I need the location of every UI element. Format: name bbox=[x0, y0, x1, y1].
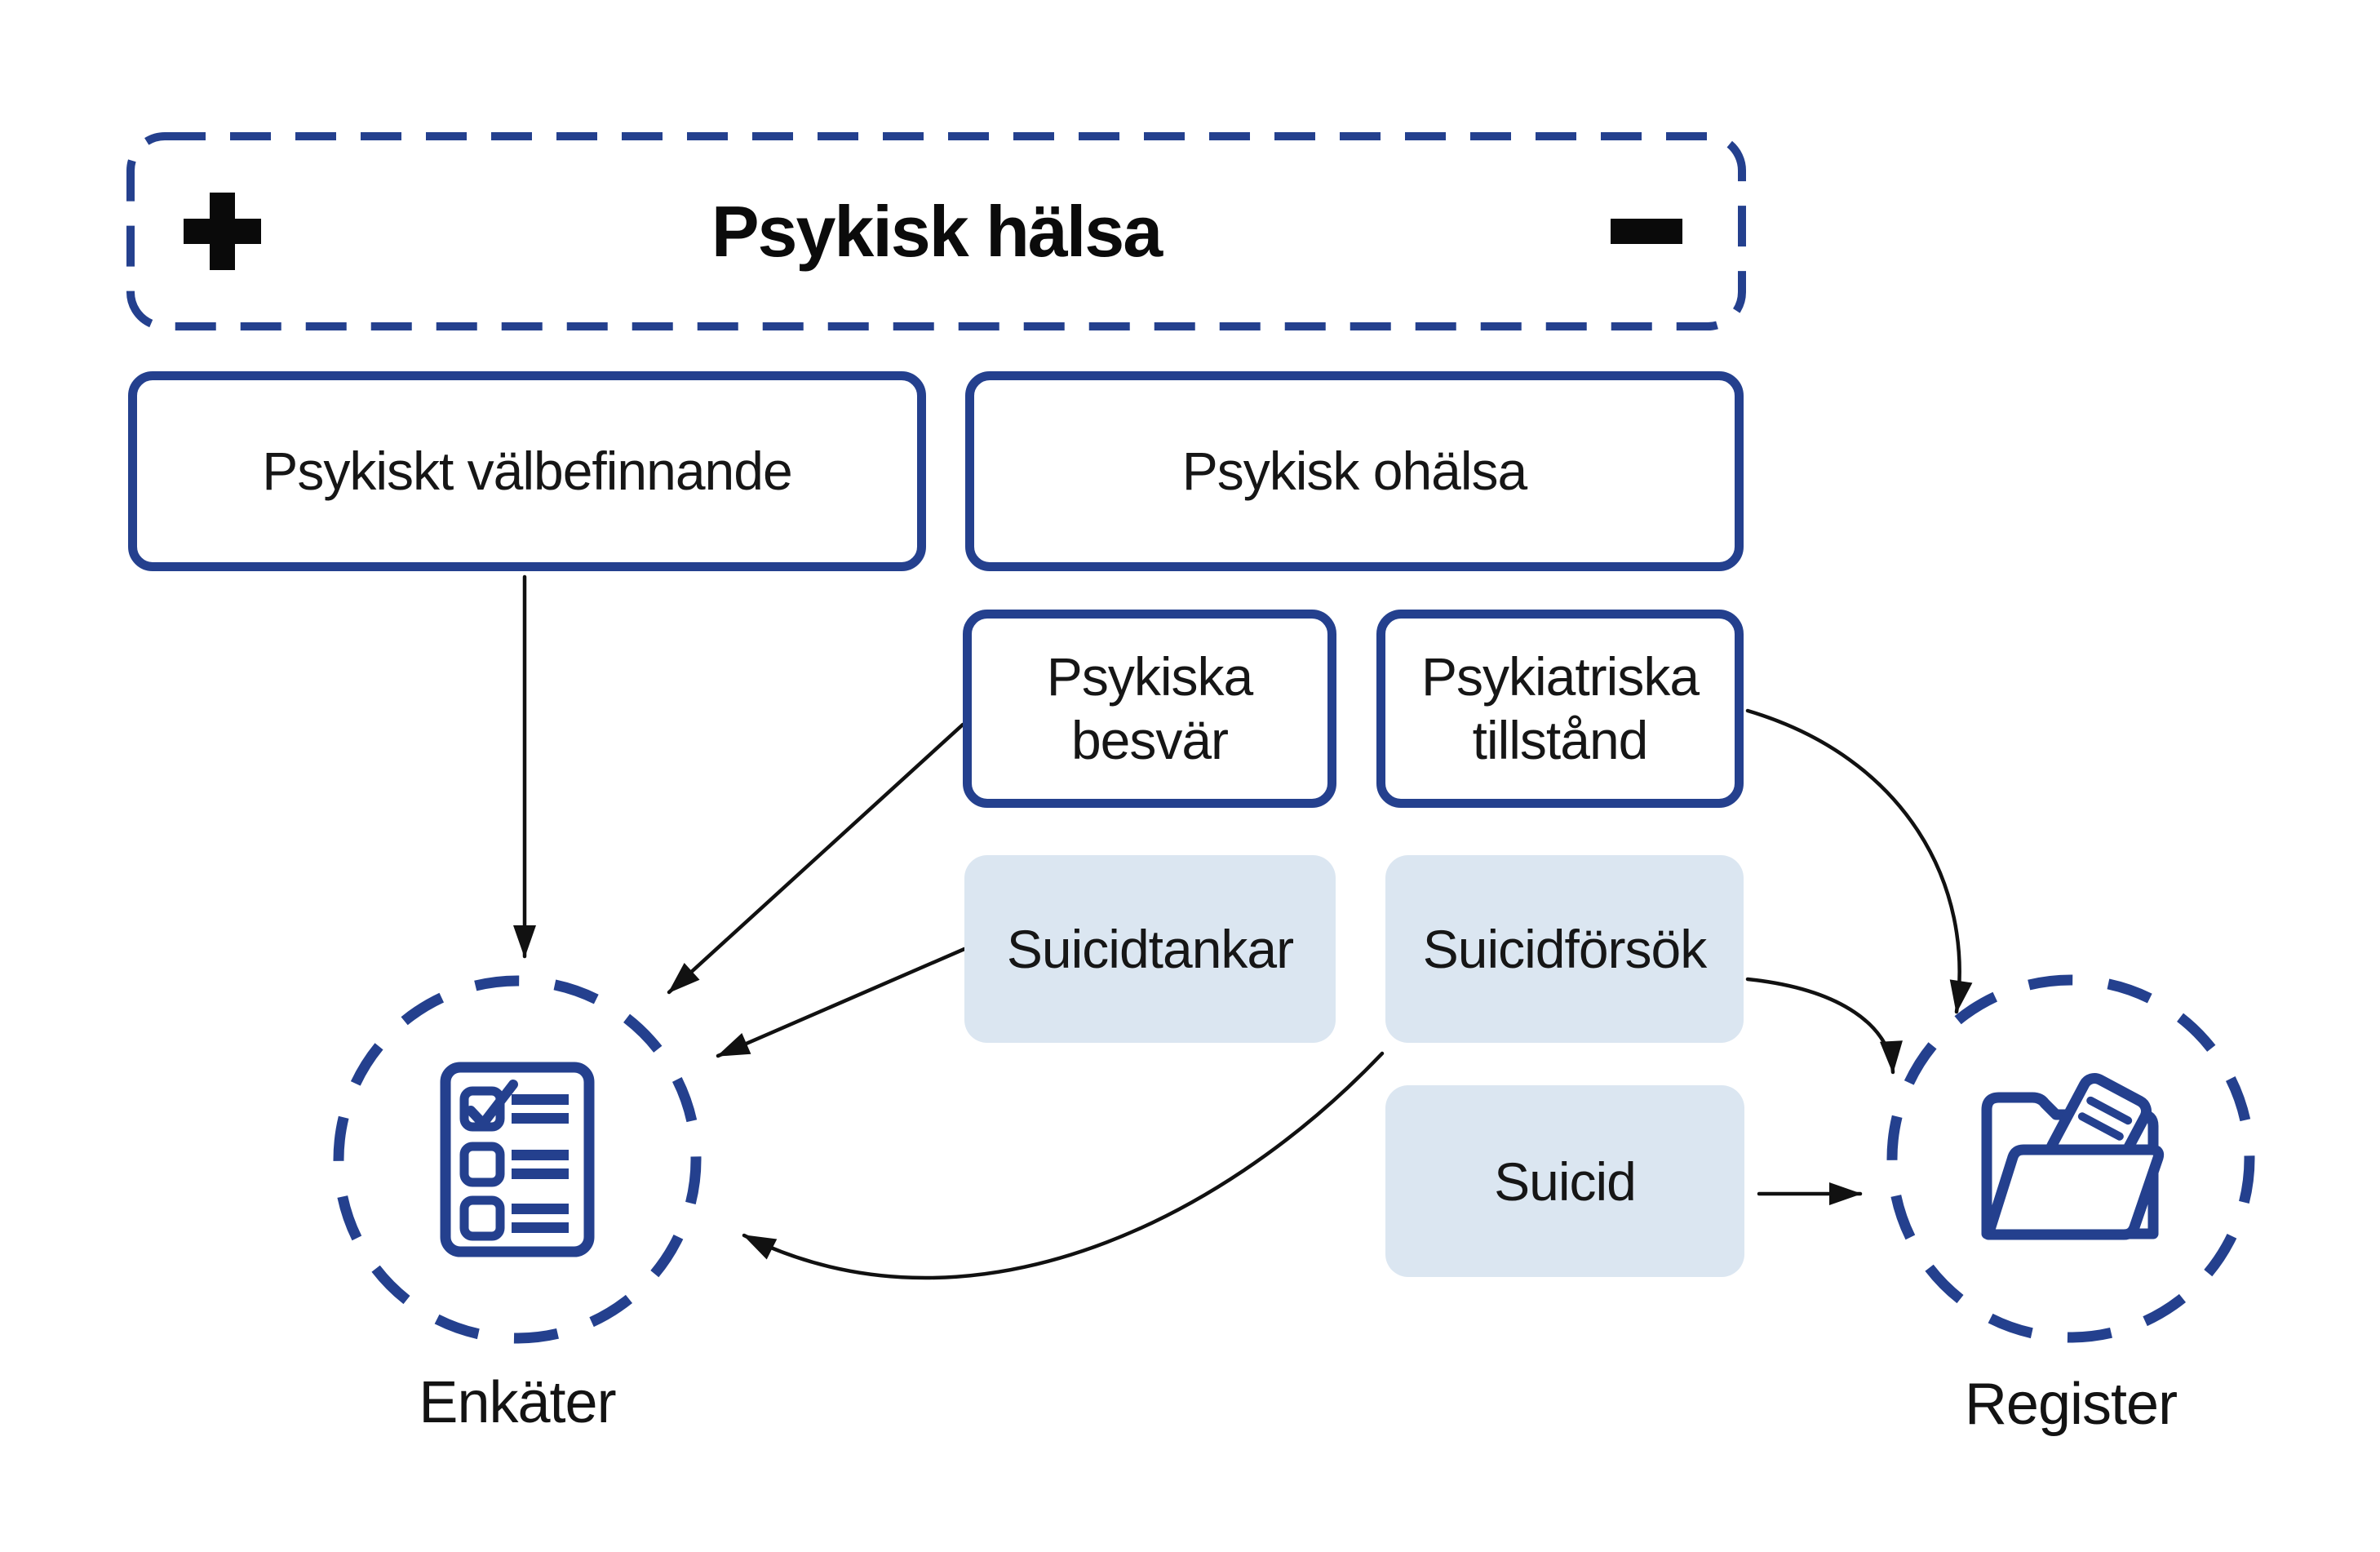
arrow-besvar-to-enkater bbox=[667, 722, 965, 995]
arrow-suicidforsok-to-enkater bbox=[742, 1051, 1385, 1280]
enkater-dashed-circle bbox=[333, 975, 702, 1344]
plus-icon bbox=[184, 193, 261, 270]
arrow-tillstand-to-register bbox=[1745, 708, 1973, 1014]
tile-suicidtankar: Suicidtankar bbox=[964, 855, 1336, 1043]
box-label: Psykiskt välbefinnande bbox=[262, 440, 792, 501]
arrow-suicidforsok-to-register bbox=[1745, 977, 1903, 1075]
enkater-label: Enkäter bbox=[419, 1370, 616, 1435]
folder-documents-icon bbox=[1981, 1073, 2165, 1240]
tile-label: Suicidförsök bbox=[1422, 919, 1707, 979]
register-dashed-circle bbox=[1886, 974, 2255, 1343]
minus-icon bbox=[1611, 219, 1682, 244]
box-label: Psykiatriska tillstånd bbox=[1420, 645, 1700, 770]
tile-suicid: Suicid bbox=[1385, 1085, 1744, 1277]
box-label: Psykisk ohälsa bbox=[1181, 440, 1528, 501]
psykisk-halsa-frame: Psykisk hälsa bbox=[126, 132, 1746, 330]
tile-label: Suicid bbox=[1494, 1151, 1637, 1212]
dashed-frame-border bbox=[126, 132, 1746, 330]
survey-checklist-icon bbox=[440, 1062, 595, 1257]
box-psykisk-ohalsa: Psykisk ohälsa bbox=[965, 371, 1744, 571]
box-psykiska-besvar: Psykiska besvär bbox=[963, 610, 1336, 808]
tile-label: Suicidtankar bbox=[1006, 919, 1294, 979]
box-label: Psykiska besvär bbox=[1046, 645, 1253, 770]
arrow-suicidtankar-to-enkater bbox=[716, 947, 967, 1058]
box-psykiskt-valbefinnande: Psykiskt välbefinnande bbox=[128, 371, 926, 571]
register-label: Register bbox=[1964, 1372, 2178, 1437]
frame-title: Psykisk hälsa bbox=[711, 190, 1163, 272]
box-psykiatriska-tillstand: Psykiatriska tillstånd bbox=[1376, 610, 1744, 808]
tile-suicidforsok: Suicidförsök bbox=[1385, 855, 1744, 1043]
